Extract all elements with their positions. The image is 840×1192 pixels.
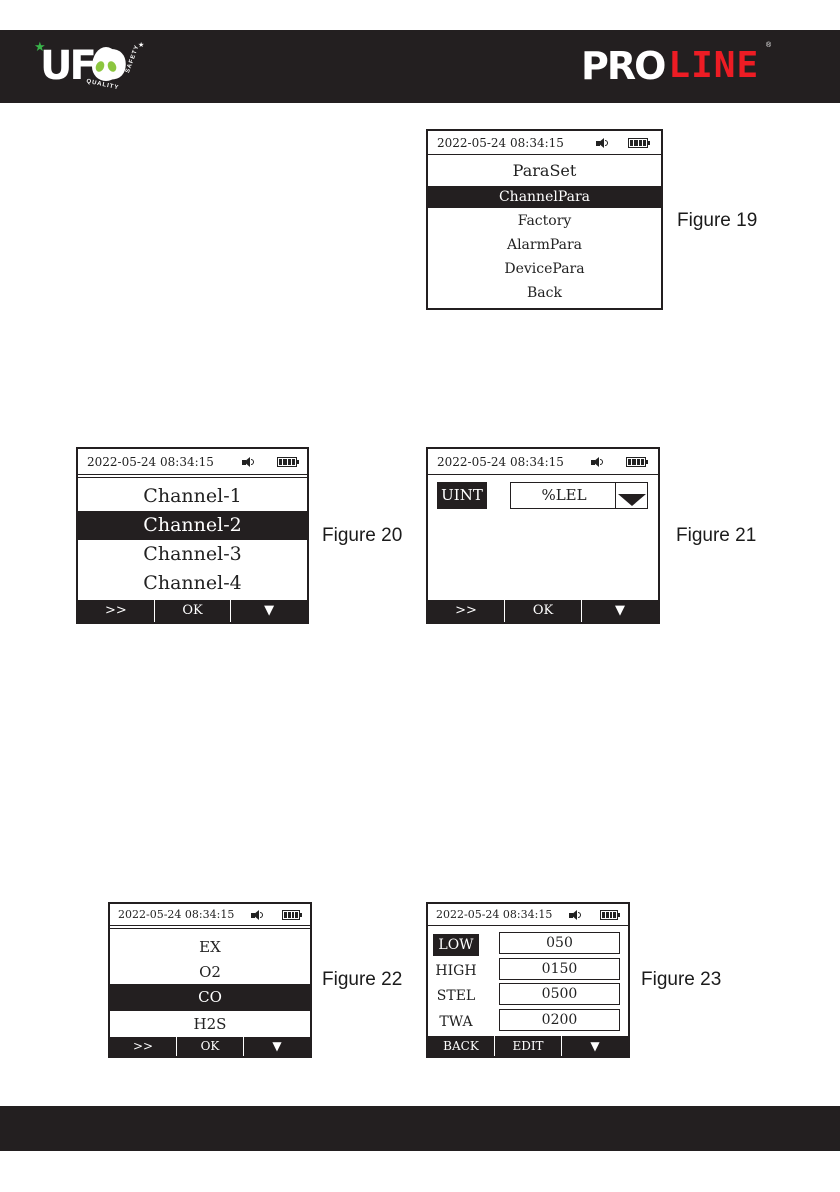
speaker-icon bbox=[251, 910, 263, 920]
speaker-icon bbox=[569, 910, 581, 920]
list-item-channel-2[interactable]: Channel-2 bbox=[78, 511, 307, 540]
alien-eye-left bbox=[94, 59, 106, 74]
list-item-o2[interactable]: O2 bbox=[199, 963, 221, 981]
softkey-bar: >> OK ▼ bbox=[78, 600, 307, 622]
limit-label-low[interactable]: LOW bbox=[433, 934, 479, 956]
battery-icon bbox=[600, 910, 620, 920]
menu-item-channelpara[interactable]: ChannelPara bbox=[428, 186, 661, 208]
divider bbox=[110, 928, 310, 929]
battery-icon bbox=[277, 457, 299, 467]
proline-logo-line: LINE bbox=[668, 45, 760, 86]
alien-eye-right bbox=[106, 59, 118, 74]
divider bbox=[78, 477, 307, 478]
status-datetime: 2022-05-24 08:34:15 bbox=[436, 908, 553, 921]
list-item-channel-1[interactable]: Channel-1 bbox=[143, 485, 242, 507]
alien-head-icon bbox=[92, 47, 120, 81]
status-bar: 2022-05-24 08:34:15 bbox=[110, 904, 310, 926]
star-icon: ★ bbox=[138, 41, 145, 49]
down-softkey[interactable]: ▼ bbox=[561, 1036, 628, 1056]
ok-softkey[interactable]: OK bbox=[153, 600, 231, 622]
ok-softkey[interactable]: OK bbox=[176, 1037, 243, 1056]
limit-value-high[interactable]: 0150 bbox=[499, 958, 620, 980]
status-datetime: 2022-05-24 08:34:15 bbox=[87, 455, 214, 469]
speaker-icon bbox=[596, 138, 608, 148]
softkey-bar: BACK EDIT ▼ bbox=[428, 1036, 628, 1056]
softkey-bar: >> OK ▼ bbox=[110, 1037, 310, 1056]
list-item-channel-4[interactable]: Channel-4 bbox=[143, 572, 242, 594]
limit-label-high[interactable]: HIGH bbox=[435, 963, 477, 979]
figure-19-screen: 2022-05-24 08:34:15 ParaSet ChannelPara … bbox=[426, 129, 663, 310]
down-softkey[interactable]: ▼ bbox=[581, 600, 658, 622]
ok-softkey[interactable]: OK bbox=[504, 600, 581, 622]
limit-label-stel[interactable]: STEL bbox=[436, 988, 476, 1004]
figure-22-screen: 2022-05-24 08:34:15 EX O2 CO H2S >> OK ▼ bbox=[108, 902, 312, 1058]
status-datetime: 2022-05-24 08:34:15 bbox=[118, 908, 235, 921]
limit-value-stel[interactable]: 0500 bbox=[499, 983, 620, 1005]
figure-20-screen: 2022-05-24 08:34:15 Channel-1 Channel-2 … bbox=[76, 447, 309, 624]
edit-softkey[interactable]: EDIT bbox=[494, 1036, 561, 1056]
menu-title: ParaSet bbox=[512, 161, 577, 180]
figure-21-caption: Figure 21 bbox=[676, 525, 757, 546]
chevron-down-icon[interactable] bbox=[615, 483, 647, 508]
status-bar: 2022-05-24 08:34:15 bbox=[428, 449, 658, 475]
menu-item-back[interactable]: Back bbox=[527, 285, 562, 301]
battery-icon bbox=[626, 457, 648, 467]
next-softkey[interactable]: >> bbox=[132, 1039, 154, 1053]
figure-23-screen: 2022-05-24 08:34:15 LOW 050 HIGH 0150 ST… bbox=[426, 902, 630, 1058]
speaker-icon bbox=[242, 457, 254, 467]
star-icon: ★ bbox=[34, 40, 46, 55]
list-item-h2s[interactable]: H2S bbox=[193, 1015, 227, 1033]
figure-21-screen: 2022-05-24 08:34:15 UINT %LEL >> OK ▼ bbox=[426, 447, 660, 624]
list-item-channel-3[interactable]: Channel-3 bbox=[143, 543, 242, 565]
next-softkey[interactable]: >> bbox=[455, 603, 477, 618]
back-softkey[interactable]: BACK bbox=[443, 1039, 479, 1053]
status-bar: 2022-05-24 08:34:15 bbox=[78, 449, 307, 475]
unit-select[interactable]: %LEL bbox=[510, 482, 648, 509]
battery-icon bbox=[282, 910, 302, 920]
limit-value-twa[interactable]: 0200 bbox=[499, 1009, 620, 1031]
figure-19-caption: Figure 19 bbox=[677, 210, 758, 231]
menu-item-devicepara[interactable]: DevicePara bbox=[504, 261, 585, 277]
menu-item-alarmpara[interactable]: AlarmPara bbox=[506, 237, 583, 253]
status-bar: 2022-05-24 08:34:15 bbox=[428, 131, 661, 155]
unit-select-value: %LEL bbox=[541, 486, 587, 504]
softkey-bar: >> OK ▼ bbox=[428, 600, 658, 622]
menu-item-factory[interactable]: Factory bbox=[517, 213, 572, 229]
ufo-logo: ★ UFO ★ QUALITY SAFETY bbox=[34, 36, 144, 98]
figure-23-caption: Figure 23 bbox=[641, 969, 722, 990]
down-softkey[interactable]: ▼ bbox=[230, 600, 307, 622]
status-datetime: 2022-05-24 08:34:15 bbox=[437, 455, 564, 469]
status-bar: 2022-05-24 08:34:15 bbox=[428, 904, 628, 926]
battery-icon bbox=[628, 138, 650, 148]
header-bar bbox=[0, 30, 840, 103]
limit-label-twa[interactable]: TWA bbox=[439, 1014, 473, 1030]
down-softkey[interactable]: ▼ bbox=[243, 1037, 310, 1056]
status-datetime: 2022-05-24 08:34:15 bbox=[437, 136, 564, 150]
ufo-ring-text-safety: SAFETY bbox=[124, 44, 141, 74]
limit-value-low[interactable]: 050 bbox=[499, 932, 620, 954]
figure-22-caption: Figure 22 bbox=[322, 969, 403, 990]
proline-logo-pro: PRO bbox=[581, 44, 666, 88]
list-item-ex[interactable]: EX bbox=[199, 938, 221, 956]
figure-20-caption: Figure 20 bbox=[322, 525, 403, 546]
unit-label: UINT bbox=[437, 482, 487, 509]
next-softkey[interactable]: >> bbox=[104, 603, 127, 618]
list-item-co[interactable]: CO bbox=[110, 984, 310, 1011]
footer-bar bbox=[0, 1106, 840, 1151]
speaker-icon bbox=[591, 457, 603, 467]
registered-mark: ® bbox=[765, 42, 772, 49]
